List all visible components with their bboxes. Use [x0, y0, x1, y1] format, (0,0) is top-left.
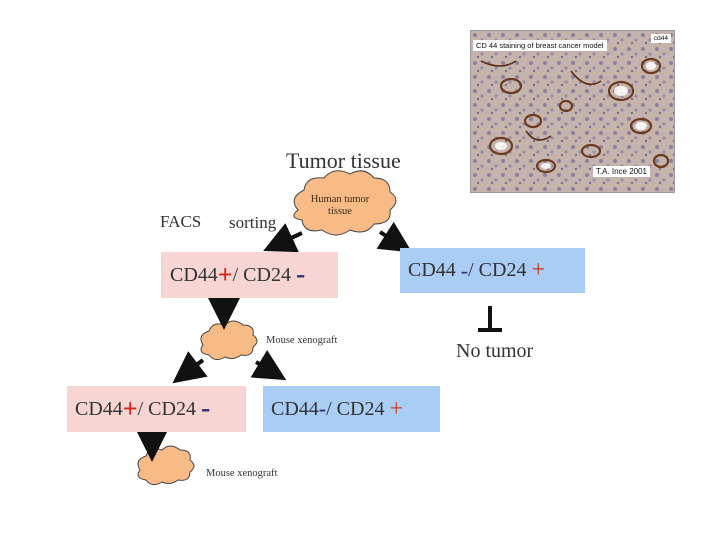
- cloud-xenograft-2: [137, 445, 195, 486]
- pop1-cd44-sign: +: [217, 260, 233, 289]
- cloud-label-line2: tissue: [328, 206, 352, 217]
- micrograph-corner-label: cd44: [650, 34, 671, 43]
- pop2-cd44: CD44: [408, 259, 456, 281]
- pop2-cd24-sign: +: [531, 257, 546, 283]
- arrow-to-pop4: [250, 349, 287, 381]
- micrograph-caption: CD 44 staining of breast cancer model: [473, 40, 607, 51]
- no-tumor-inhibition-bar: [478, 306, 502, 332]
- population-cd44pos-cd24neg: CD44+/ CD24 -: [161, 252, 338, 298]
- pop1-cd24: / CD24: [232, 263, 291, 286]
- pop2-cd24: / CD24: [468, 259, 527, 281]
- facs-label: FACS: [160, 212, 202, 231]
- micrograph-texture: [471, 31, 674, 192]
- arrow-to-pop3: [172, 351, 208, 384]
- cloud-label-line1: Human tumor: [310, 194, 370, 205]
- cd44-staining-micrograph: CD 44 staining of breast cancer model cd…: [470, 30, 675, 193]
- pop1-cd44: CD44: [170, 263, 218, 286]
- pop2-cd44-sign: -: [460, 257, 469, 283]
- pop1-cd24-sign: -: [295, 259, 306, 290]
- no-tumor-label: No tumor: [456, 340, 534, 362]
- population-cd44neg-cd24pos: CD44 -/ CD24 +: [400, 248, 585, 293]
- micrograph-credit: T.A. Ince 2001: [592, 166, 650, 177]
- cloud-label: Human tumor tissue: [300, 194, 380, 218]
- xenograft-label-2: Mouse xenograft: [206, 468, 278, 479]
- cloud-xenograft-1: [200, 320, 258, 361]
- pop4-cd44: CD44: [271, 397, 319, 420]
- pop3-cd24-sign: -: [200, 393, 211, 424]
- population-cd44neg-cd24pos-2: CD44-/ CD24 +: [263, 386, 440, 432]
- pop4-cd24: / CD24: [326, 397, 385, 420]
- pop3-cd44: CD44: [75, 397, 123, 420]
- xenograft-label-1: Mouse xenograft: [266, 335, 338, 346]
- cloud-human-tumor: [293, 170, 397, 236]
- pop3-cd24: / CD24: [137, 397, 196, 420]
- arrow-to-pop1: [263, 223, 303, 253]
- pop4-cd24-sign: +: [389, 395, 404, 422]
- pop4-cd44-sign: -: [318, 396, 327, 421]
- diagram-title: Tumor tissue: [286, 148, 401, 173]
- pop3-cd44-sign: +: [122, 394, 138, 423]
- arrow-to-pop2: [376, 221, 413, 253]
- population-cd44pos-cd24neg-2: CD44+/ CD24 -: [67, 386, 246, 432]
- sorting-label: sorting: [229, 213, 277, 232]
